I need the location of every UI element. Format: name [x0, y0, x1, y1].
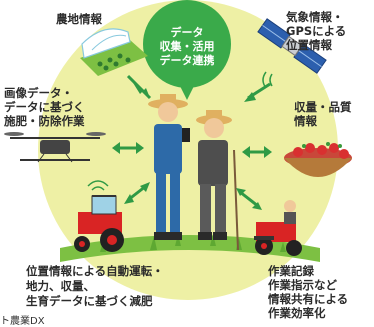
bubble-line-2: 収集・活用: [159, 40, 215, 53]
weather-label-line-1: 気象情報・: [286, 10, 344, 24]
record-label-line-3: 情報共有による: [268, 292, 349, 306]
autodrive-label-line-3: 生育データに基づく減肥: [26, 294, 153, 308]
yield-label: 収量・品質 情報: [294, 100, 352, 128]
yield-label-line-1: 収量・品質: [294, 100, 352, 114]
farmer-man-icon: [148, 94, 190, 240]
farmer-woman-icon: [196, 110, 239, 251]
yield-label-line-2: 情報: [294, 114, 317, 128]
arrow-tractor-right-icon: [239, 190, 259, 208]
tractor-right-icon: [254, 200, 302, 256]
greenhouse-field-icon: [80, 28, 148, 76]
weather-label: 気象情報・ GPSによる 位置情報: [286, 10, 346, 52]
arrow-farmland-line: [126, 74, 152, 100]
image-label-line-2: データに基づく: [4, 100, 85, 114]
farmland-label: 農地情報: [56, 12, 102, 26]
record-label-line-2: 作業指示など: [268, 278, 337, 292]
image-data-label: 画像データ・ データに基づく 施肥・防除作業: [4, 86, 85, 128]
farmland-label-text: 農地情報: [56, 12, 102, 26]
bubble-line-3: データ連携: [159, 54, 215, 67]
image-label-line-3: 施肥・防除作業: [4, 114, 85, 128]
satellite-icon: [257, 18, 327, 74]
record-label-line-4: 作業効率化: [268, 306, 326, 320]
autodrive-label-line-1: 位置情報による自動運転・: [26, 264, 164, 278]
weather-label-line-2: GPSによる: [286, 24, 347, 38]
wifi-signal-icon: [87, 180, 109, 191]
data-bubble-icon: [143, 0, 231, 100]
grass-strip: [60, 235, 320, 262]
autodrive-label-line-2: 地力、収量、: [26, 279, 95, 293]
autodrive-label: 位置情報による自動運転・ 地力、収量、 生育データに基づく減肥: [26, 264, 164, 309]
footer-caption: ト農業DX: [0, 316, 45, 327]
strawberry-basket-icon: [284, 142, 352, 177]
record-label-line-1: 作業記録: [268, 264, 314, 278]
arrows: [112, 74, 272, 210]
tractor-left-icon: [74, 195, 124, 252]
drone-icon: [4, 132, 106, 163]
data-bubble-text: データ 収集・活用 データ連携: [140, 26, 234, 68]
weather-label-line-3: 位置情報: [286, 38, 332, 52]
image-label-line-1: 画像データ・: [4, 86, 73, 100]
work-record-label: 作業記録 作業指示など 情報共有による 作業効率化: [268, 264, 348, 320]
bubble-line-1: データ: [170, 26, 204, 39]
